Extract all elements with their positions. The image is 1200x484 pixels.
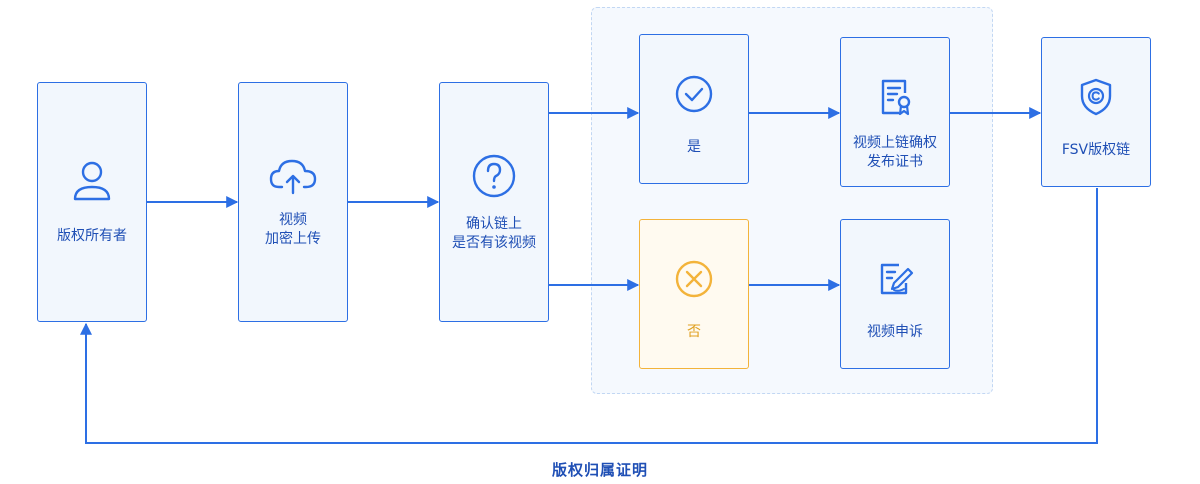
cloud-upload-icon <box>269 159 317 195</box>
node-certify-on-chain: 视频上链确权 发布证书 <box>840 37 950 187</box>
node-yes: 是 <box>639 34 749 184</box>
node-label: 版权所有者 <box>57 228 127 244</box>
edit-document-icon <box>880 263 914 295</box>
node-no: 否 <box>639 219 749 369</box>
node-copyright-owner: 版权所有者 <box>37 82 147 322</box>
node-fsv-chain: FSV版权链 <box>1041 37 1151 187</box>
user-icon <box>73 161 111 201</box>
question-circle-icon <box>472 154 516 198</box>
node-label: 是 <box>687 139 701 155</box>
node-label: 视频申诉 <box>867 324 923 340</box>
node-label: 视频上链确权 发布证书 <box>853 135 937 170</box>
copyright-shield-icon <box>1080 78 1112 116</box>
node-label: 视频 加密上传 <box>265 212 321 247</box>
node-label: FSV版权链 <box>1061 142 1131 158</box>
certificate-icon <box>881 79 911 116</box>
diagram-caption: 版权归属证明 <box>551 461 648 479</box>
node-label: 确认链上 是否有该视频 <box>452 216 536 251</box>
arrow-chain-to-owner <box>80 188 1098 444</box>
check-circle-icon <box>675 75 713 113</box>
node-video-appeal: 视频申诉 <box>840 219 950 369</box>
x-circle-icon <box>675 260 713 298</box>
node-encrypted-upload: 视频 加密上传 <box>238 82 348 322</box>
node-check-on-chain: 确认链上 是否有该视频 <box>439 82 549 322</box>
node-label: 否 <box>687 324 701 340</box>
